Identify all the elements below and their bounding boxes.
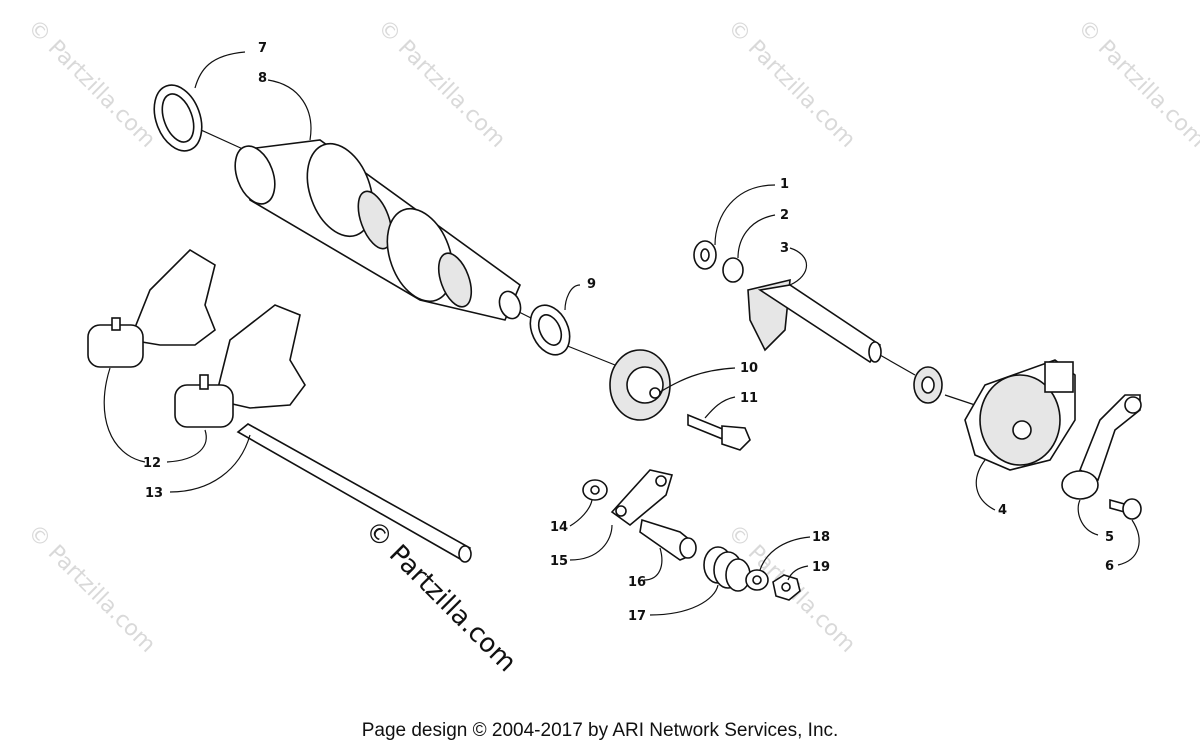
callout-19: 19	[812, 560, 830, 575]
part-shift-shaft-3[interactable]	[747, 278, 882, 364]
leader-9	[564, 284, 581, 311]
leader-8	[267, 79, 312, 141]
leader-19	[787, 565, 809, 581]
leader-5	[1077, 499, 1099, 536]
part-bolt-11[interactable]	[687, 413, 751, 451]
callout-6: 6	[1105, 559, 1114, 574]
callout-4: 4	[998, 503, 1007, 518]
leader-13	[169, 434, 251, 493]
callout-15: 15	[550, 554, 568, 569]
part-arm-5[interactable]	[1061, 394, 1142, 500]
part-washer-14[interactable]	[582, 479, 608, 501]
leader-3	[789, 247, 807, 286]
leader-4	[975, 459, 996, 511]
part-ring-7[interactable]	[146, 79, 211, 158]
footer-copyright: Page design © 2004-2017 by ARI Network S…	[361, 720, 839, 741]
part-washer-18[interactable]	[745, 569, 769, 591]
leader-15	[569, 524, 613, 561]
leader-14	[569, 499, 593, 527]
callout-2: 2	[780, 208, 789, 223]
leader-12b	[166, 429, 207, 463]
callout-13: 13	[145, 486, 163, 501]
leader-12a	[103, 367, 146, 463]
leader-1	[714, 184, 776, 246]
part-spring-17[interactable]	[703, 546, 751, 592]
part-clip-2[interactable]	[722, 257, 744, 283]
leader-2	[737, 214, 776, 259]
callout-18: 18	[812, 530, 830, 545]
callout-8: 8	[258, 71, 267, 86]
part-bearing[interactable]	[913, 366, 943, 404]
leader-6	[1117, 519, 1140, 566]
axis-line	[879, 354, 916, 376]
leader-16	[643, 547, 663, 581]
axis-line	[564, 344, 616, 366]
callout-5: 5	[1105, 530, 1114, 545]
part-pin-16[interactable]	[639, 518, 697, 561]
leader-10	[659, 367, 736, 393]
callout-12: 12	[143, 456, 161, 471]
callout-3: 3	[780, 241, 789, 256]
callout-9: 9	[587, 277, 596, 292]
callout-16: 16	[628, 575, 646, 590]
part-nut-19[interactable]	[772, 574, 801, 601]
leader-17	[649, 584, 719, 616]
part-shift-drum-8[interactable]	[228, 135, 524, 322]
part-bolt-6[interactable]	[1109, 498, 1142, 520]
callout-10: 10	[740, 361, 758, 376]
part-washer-1[interactable]	[693, 240, 717, 270]
part-shift-fork-12a[interactable]	[87, 248, 216, 368]
part-shaft-13[interactable]	[236, 423, 472, 563]
axis-line	[944, 394, 976, 406]
part-seal-9[interactable]	[523, 299, 578, 361]
callout-7: 7	[258, 41, 267, 56]
callout-1: 1	[780, 177, 789, 192]
leader-18	[759, 536, 811, 571]
callout-11: 11	[740, 391, 758, 406]
part-link-15[interactable]	[610, 469, 674, 527]
part-sensor-4[interactable]	[964, 359, 1076, 471]
leader-7	[194, 51, 246, 89]
leader-11	[704, 396, 736, 419]
part-gear-10[interactable]	[609, 349, 671, 421]
callout-17: 17	[628, 609, 646, 624]
part-shift-fork-12b[interactable]	[174, 304, 306, 428]
callout-14: 14	[550, 520, 568, 535]
